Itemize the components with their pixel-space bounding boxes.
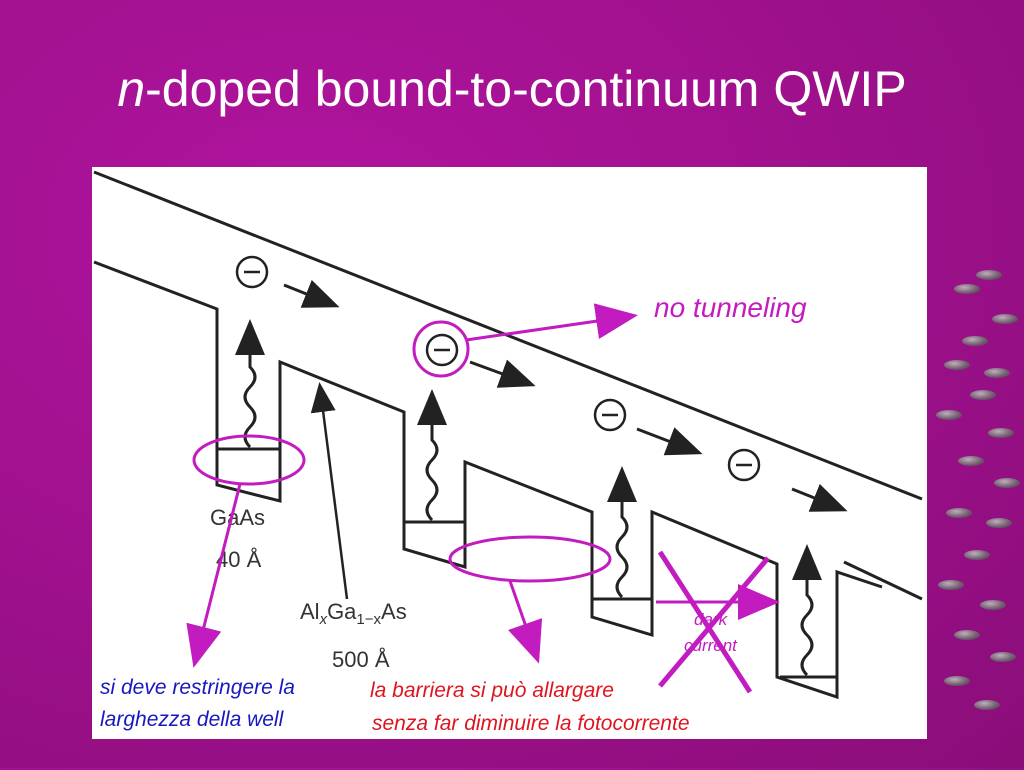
barrier-material-label: AlxGa1−xAs bbox=[300, 599, 407, 628]
dark-current-label-line2: current bbox=[684, 636, 737, 655]
barrier-ga: Ga bbox=[327, 599, 357, 624]
barrier-highlight-ellipse bbox=[448, 535, 612, 583]
barrier-as: As bbox=[381, 599, 407, 624]
title-italic-n: n bbox=[117, 61, 146, 117]
barrier-note-line1: la barriera si può allargare bbox=[370, 679, 614, 702]
photon-wave-1 bbox=[235, 319, 265, 449]
electron-highlight-circle bbox=[412, 320, 470, 378]
conduction-band-tail bbox=[843, 560, 923, 601]
photon-wave-4 bbox=[792, 544, 822, 677]
no-tunneling-arrow bbox=[465, 303, 638, 342]
barrier-note-arrow bbox=[508, 580, 543, 664]
well-material-label: GaAs bbox=[210, 505, 265, 530]
barrier-x-sub: x bbox=[319, 611, 328, 628]
barrier-width-label: 500 Å bbox=[332, 647, 390, 672]
drift-arrow-3 bbox=[636, 427, 703, 456]
continuum-upper-line bbox=[93, 170, 923, 501]
drift-arrow-1 bbox=[283, 279, 340, 308]
well-highlight-ellipse bbox=[192, 434, 306, 486]
no-tunneling-label: no tunneling bbox=[654, 292, 807, 323]
photon-wave-3 bbox=[607, 466, 637, 599]
photon-wave-2 bbox=[417, 389, 447, 522]
barrier-1mx-sub: 1−x bbox=[356, 611, 381, 628]
barrier-al: Al bbox=[300, 599, 320, 624]
well-note-line2: larghezza della well bbox=[100, 708, 284, 731]
electron-2 bbox=[425, 333, 459, 367]
slide-title: n-doped bound-to-continuum QWIP bbox=[0, 60, 1024, 118]
conduction-band-profile bbox=[93, 260, 883, 700]
electron-1 bbox=[235, 255, 269, 289]
drift-arrow-2 bbox=[469, 359, 536, 388]
electron-3 bbox=[593, 398, 627, 432]
well-note-arrow bbox=[186, 483, 242, 668]
dark-current-label-line1: dark bbox=[694, 610, 728, 629]
title-rest: -doped bound-to-continuum QWIP bbox=[145, 61, 907, 117]
cross-out-stroke-2 bbox=[658, 556, 770, 688]
well-note-line1: si deve restringere la bbox=[100, 676, 295, 699]
band-diagram-svg: GaAs 40 Å AlxGa1−xAs 500 Å bbox=[93, 170, 923, 700]
electron-4 bbox=[727, 448, 761, 482]
drift-arrow-4 bbox=[791, 483, 848, 512]
decorative-dots bbox=[914, 250, 1024, 770]
barrier-note-line2: senza far diminuire la fotocorrente bbox=[372, 712, 690, 735]
barrier-pointer-arrow bbox=[310, 382, 349, 600]
cross-out-stroke-1 bbox=[657, 550, 753, 694]
